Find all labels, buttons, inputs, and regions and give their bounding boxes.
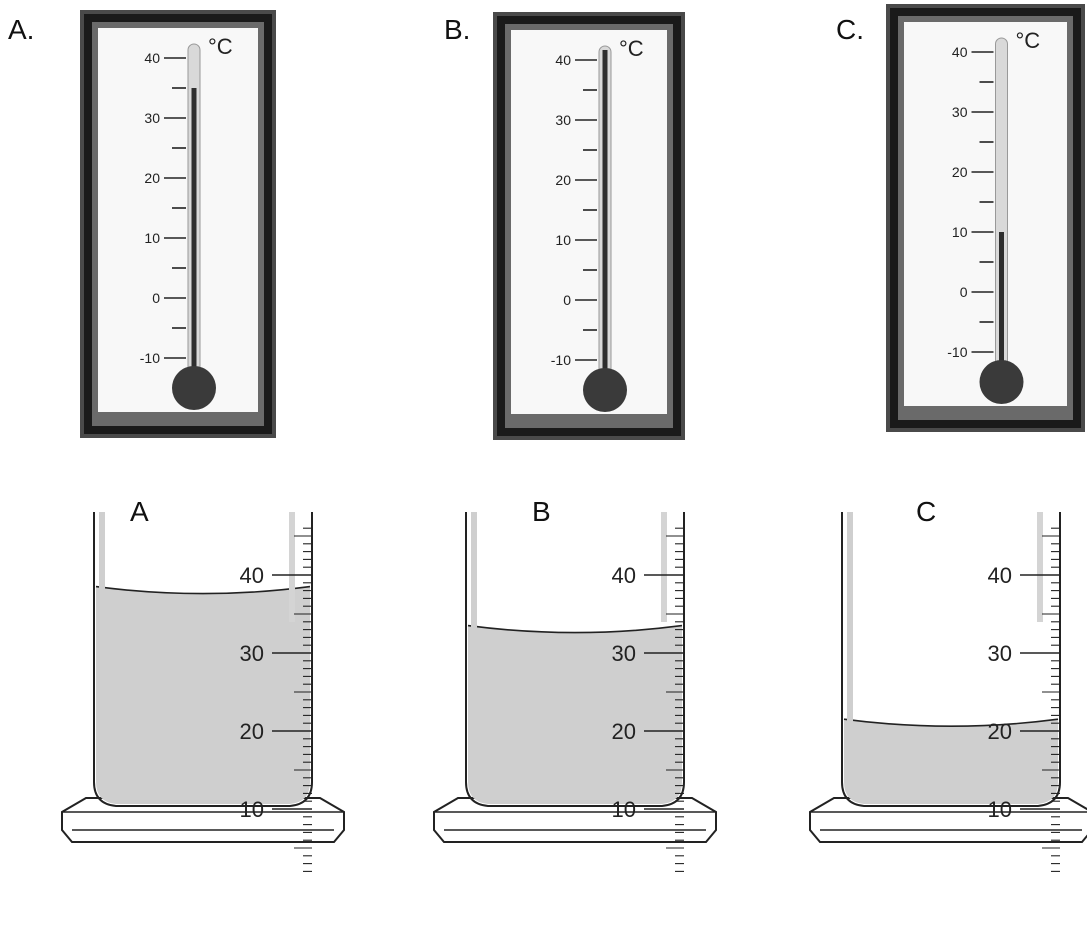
mercury-column	[602, 50, 608, 385]
cylinder-base	[433, 797, 717, 843]
cylinder-base	[809, 797, 1087, 843]
cylinder-wall	[465, 512, 685, 807]
tick-label: 20	[555, 172, 571, 188]
unit-label: °C	[1016, 28, 1041, 53]
unit-label: °C	[619, 36, 644, 61]
tick-label: 40	[952, 44, 968, 60]
cylinder-c: 40 30 20 10	[809, 512, 1087, 872]
cylinder-a: 40 30 20 10	[61, 512, 345, 872]
tick-label: -10	[140, 350, 160, 366]
cylinder-a-label: A	[130, 496, 149, 527]
mercury-column	[191, 88, 197, 383]
scale-face	[511, 30, 667, 414]
tick-label: 40	[612, 563, 636, 588]
tick-label: 30	[240, 641, 264, 666]
meniscus	[95, 585, 311, 595]
cylinder-b-label: B	[532, 496, 551, 527]
liquid	[844, 719, 1058, 804]
tick-label: 30	[988, 641, 1012, 666]
meniscus	[467, 624, 683, 634]
tick-label: 20	[952, 164, 968, 180]
thermometer-bulb	[979, 360, 1024, 404]
thermometer-a-label: A.	[8, 14, 35, 45]
thermometer-bulb	[172, 366, 216, 410]
liquid	[468, 625, 682, 804]
cylinder-base	[61, 797, 345, 843]
mercury-column	[999, 232, 1004, 377]
tick-label: 30	[612, 641, 636, 666]
tick-label: 10	[555, 232, 571, 248]
tick-label: 10	[612, 797, 636, 822]
tick-label: -10	[947, 344, 967, 360]
tick-label: 20	[144, 170, 160, 186]
tick-label: 0	[152, 290, 160, 306]
thermometer-b: 40 30 20 10 0 -10 °C	[493, 12, 685, 440]
unit-label: °C	[208, 34, 233, 59]
tick-label: 40	[144, 50, 160, 66]
thermometer-a: 40 30 20 10 0 -10 °C	[80, 10, 276, 438]
tick-label: 10	[952, 224, 968, 240]
scale-face	[904, 22, 1067, 406]
tick-label: 10	[240, 797, 264, 822]
tick-label: 40	[988, 563, 1012, 588]
tick-label: 30	[952, 104, 968, 120]
thermometer-c-label: C.	[836, 14, 864, 45]
thermometer-bulb	[583, 368, 627, 412]
tick-label: 0	[563, 292, 571, 308]
cylinder-wall	[93, 512, 313, 807]
liquid	[96, 586, 310, 804]
tick-label: 40	[555, 52, 571, 68]
tick-label: 20	[988, 719, 1012, 744]
tick-label: 20	[240, 719, 264, 744]
scale-face	[98, 28, 258, 412]
tick-label: 30	[144, 110, 160, 126]
cylinder-c-label: C	[916, 496, 937, 527]
thermometer-c: 40 30 20 10 0 -10 °C	[886, 4, 1085, 432]
cylinder-b: 40 30 20 10	[433, 512, 717, 872]
thermometer-b-label: B.	[444, 14, 471, 45]
tick-label: 30	[555, 112, 571, 128]
tick-label: 0	[960, 284, 968, 300]
tick-label: -10	[551, 352, 571, 368]
tick-label: 10	[988, 797, 1012, 822]
cylinder-wall	[841, 512, 1061, 807]
tick-label: 10	[144, 230, 160, 246]
meniscus	[843, 718, 1059, 727]
tick-label: 40	[240, 563, 264, 588]
tick-label: 20	[612, 719, 636, 744]
